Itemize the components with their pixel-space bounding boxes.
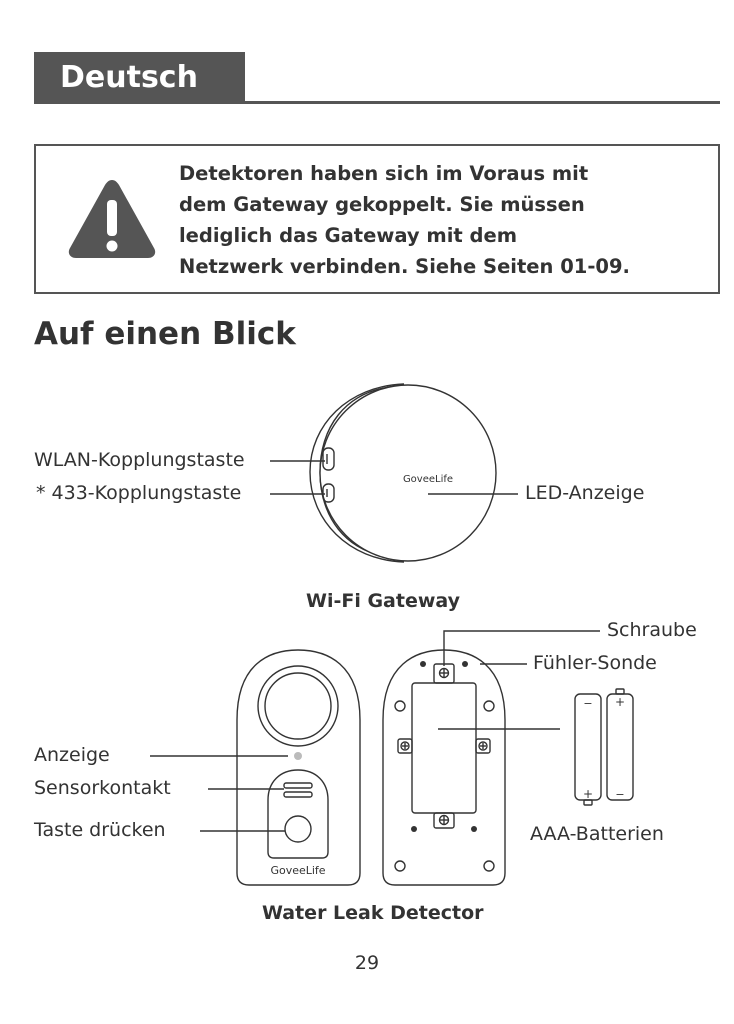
notice-line: dem Gateway gekoppelt. Sie müssen (179, 193, 585, 216)
notice-text: Detektoren haben sich im Voraus mit dem … (179, 158, 699, 282)
detector-caption: Water Leak Detector (262, 902, 484, 924)
section-title: Auf einen Blick (34, 316, 296, 352)
label-sensor-contact: Sensorkontakt (34, 777, 171, 799)
label-press-button: Taste drücken (34, 819, 166, 841)
notice-line: lediglich das Gateway mit dem (179, 224, 518, 247)
aaa-batteries-illustration (574, 688, 634, 806)
gateway-brand-logo: GoveeLife (403, 474, 453, 485)
notice-box: Detektoren haben sich im Voraus mit dem … (34, 144, 720, 294)
label-wifi-pairing-button: WLAN-Kopplungstaste (34, 449, 245, 471)
label-led-indicator: LED-Anzeige (525, 482, 645, 504)
language-tab: Deutsch (34, 52, 245, 104)
label-aaa-batteries: AAA-Batterien (530, 823, 664, 845)
label-indicator: Anzeige (34, 744, 110, 766)
leader-screw (443, 630, 600, 666)
battery-plus-mark: + (583, 787, 593, 801)
battery-minus-mark: − (615, 788, 624, 801)
indicator-led-dot (294, 752, 302, 760)
detector-back-illustration (382, 649, 506, 886)
detector-brand-logo: GoveeLife (270, 864, 325, 877)
label-screw: Schraube (607, 619, 697, 641)
label-433-pairing-button: * 433-Kopplungstaste (36, 482, 242, 504)
header-rule (34, 101, 720, 104)
notice-line: Detektoren haben sich im Voraus mit (179, 162, 589, 185)
battery-plus-mark: + (615, 695, 625, 709)
notice-line: Netzwerk verbinden. Siehe Seiten 01-09. (179, 255, 630, 278)
gateway-illustration (309, 383, 497, 563)
label-probe: Fühler-Sonde (533, 652, 657, 674)
battery-minus-mark: − (583, 697, 592, 710)
gateway-caption: Wi-Fi Gateway (306, 590, 461, 612)
detector-front-illustration (236, 649, 361, 886)
warning-triangle-icon (68, 180, 156, 258)
page-number: 29 (354, 952, 380, 974)
